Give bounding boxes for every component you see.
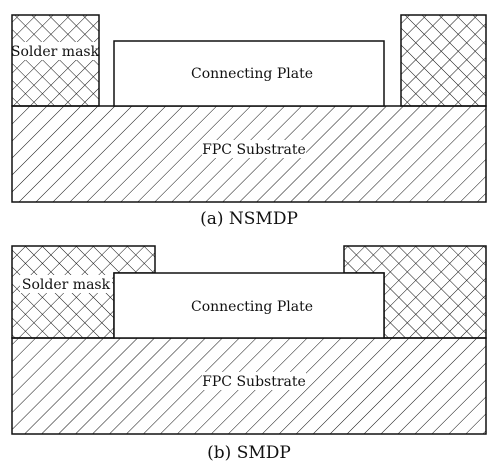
plate-label: Connecting Plate: [191, 299, 313, 315]
panel-caption: (a) NSMDP: [200, 209, 298, 229]
substrate-label-bg: [202, 140, 306, 158]
connecting-plate: [113, 272, 385, 339]
mask-label-bg: [13, 42, 98, 60]
connecting-plate: [113, 40, 385, 107]
panel-a-nsmdp: FPC Substrate Connecting Plate Solder ma…: [11, 14, 487, 229]
mask-label: Solder mask: [11, 44, 100, 60]
panel-b-smdp: FPC Substrate Connecting Plate Solder ma…: [11, 245, 487, 463]
solder-mask-right: [400, 14, 487, 107]
substrate-label: FPC Substrate: [202, 374, 306, 390]
plate-label: Connecting Plate: [191, 66, 313, 82]
substrate-label: FPC Substrate: [202, 142, 306, 158]
substrate-label-bg: [202, 372, 306, 390]
panel-caption: (b) SMDP: [207, 443, 291, 463]
mask-label: Solder mask: [22, 277, 111, 293]
mask-label-bg: [20, 275, 112, 293]
solder-mask-left: [11, 14, 100, 107]
